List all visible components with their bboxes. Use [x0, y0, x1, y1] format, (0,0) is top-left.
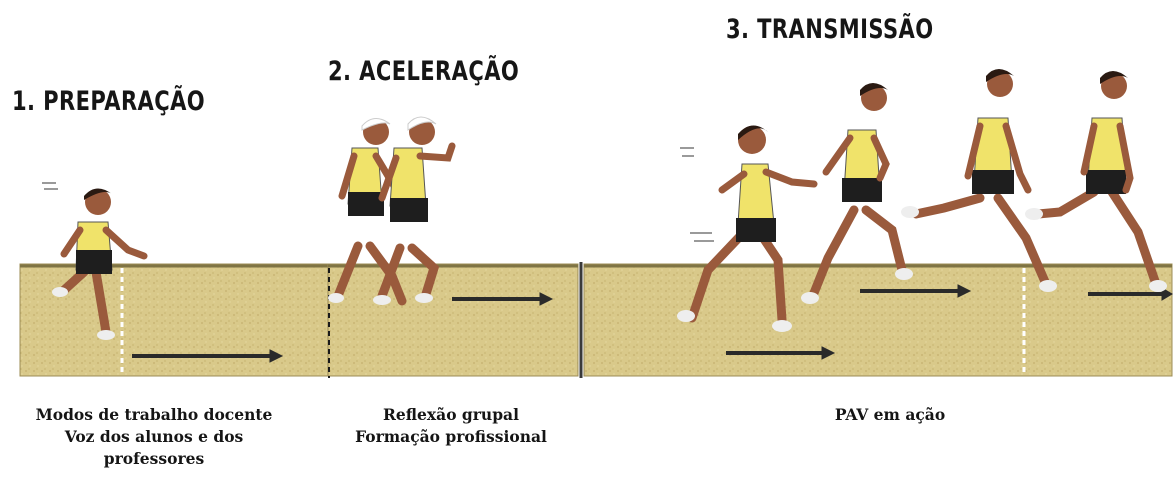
caption-line: Formação profissional: [318, 426, 584, 448]
relay-illustration: [0, 0, 1174, 400]
stage-3-caption: PAV em ação: [760, 404, 1020, 426]
caption-line: PAV em ação: [760, 404, 1020, 426]
caption-line: professores: [18, 448, 290, 470]
caption-line: Modos de trabalho docente: [18, 404, 290, 426]
runner-3c: [901, 69, 1057, 292]
track-segment-3: [584, 264, 1172, 376]
stage-1-caption: Modos de trabalho docente Voz dos alunos…: [18, 404, 290, 470]
caption-line: Reflexão grupal: [318, 404, 584, 426]
caption-line: Voz dos alunos e dos: [18, 426, 290, 448]
track-segment-2: [328, 264, 578, 376]
runner-3d: [1025, 71, 1167, 292]
track-segment-1: [20, 264, 328, 376]
stage-2-caption: Reflexão grupal Formação profissional: [318, 404, 584, 448]
